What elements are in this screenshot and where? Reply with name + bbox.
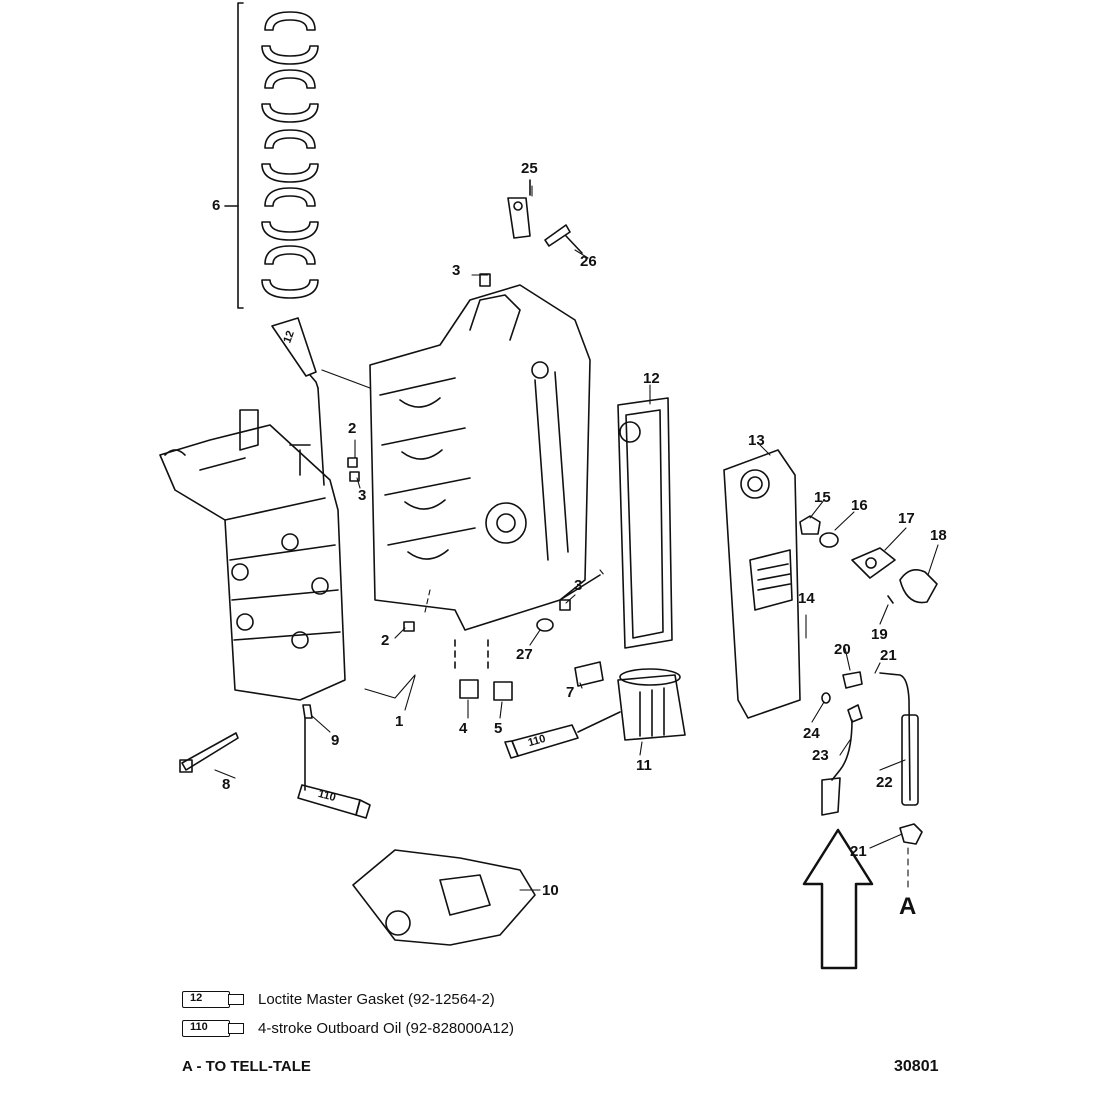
legend-code: 12 [190, 992, 203, 1004]
bolt-and-stud [179, 704, 313, 791]
sealant-tube-110-a [504, 711, 621, 759]
thermostat-parts [799, 515, 938, 604]
crankcase-cover [159, 409, 346, 701]
adapter-plate-gasket [352, 849, 536, 946]
callout-21: 21 [850, 843, 867, 860]
callout-11: 11 [636, 757, 652, 774]
callout-7: 7 [566, 684, 575, 701]
callout-20: 20 [834, 641, 851, 658]
sealant-tube-icon: 110 [182, 1019, 246, 1037]
callout-4: 4 [459, 720, 468, 737]
cylinder-block [369, 284, 601, 631]
block-gasket [617, 397, 673, 649]
callout-13: 13 [748, 432, 765, 449]
leader-lines [214, 185, 939, 891]
callout-3: 3 [358, 487, 367, 504]
main-bearing-halves [261, 11, 319, 299]
callout-2: 2 [348, 420, 357, 437]
oil-filter [574, 661, 686, 741]
footnote-tell-tale: A - TO TELL-TALE [182, 1058, 311, 1075]
sealant-tube-12 [271, 317, 325, 486]
fittings-and-hoses [821, 671, 923, 845]
legend-row-110: 110 4-stroke Outboard Oil (92-828000A12) [182, 1019, 514, 1037]
callout-10: 10 [542, 882, 559, 899]
tell-tale-marker: A [899, 893, 917, 920]
callout-19: 19 [871, 626, 888, 643]
callout-18: 18 [930, 527, 947, 544]
callout-14: 14 [798, 590, 815, 607]
callout-6: 6 [212, 197, 221, 214]
callout-24: 24 [803, 725, 820, 742]
callout-25: 25 [521, 160, 538, 177]
callout-27: 27 [516, 646, 533, 663]
exhaust-cover [723, 449, 801, 719]
callout-1: 1 [395, 713, 404, 730]
callout-5: 5 [494, 720, 503, 737]
callout-8: 8 [222, 776, 231, 793]
callout-17: 17 [898, 510, 915, 527]
callout-23: 23 [812, 747, 829, 764]
callout-26: 26 [580, 253, 597, 270]
callout-3: 3 [452, 262, 461, 279]
sealant-tube-110-b [297, 784, 371, 819]
sealant-tube-icon: 12 [182, 990, 246, 1008]
legend-code: 110 [190, 1021, 208, 1033]
bearing-set-bracket [224, 2, 244, 309]
up-arrow [802, 828, 874, 970]
callout-2: 2 [381, 632, 390, 649]
callout-22: 22 [876, 774, 893, 791]
callout-15: 15 [814, 489, 831, 506]
legend-description: Loctite Master Gasket (92-12564-2) [258, 990, 495, 1008]
figure-number: 30801 [894, 1058, 939, 1075]
oil-seals [454, 639, 513, 701]
callout-16: 16 [851, 497, 868, 514]
callout-9: 9 [331, 732, 340, 749]
legend-description: 4-stroke Outboard Oil (92-828000A12) [258, 1019, 514, 1037]
callout-3: 3 [574, 577, 583, 594]
dowel-pins [347, 273, 571, 632]
callout-21: 21 [880, 647, 897, 664]
legend-row-12: 12 Loctite Master Gasket (92-12564-2) [182, 990, 495, 1008]
strap-and-screw [507, 179, 583, 254]
callout-12: 12 [643, 370, 660, 387]
